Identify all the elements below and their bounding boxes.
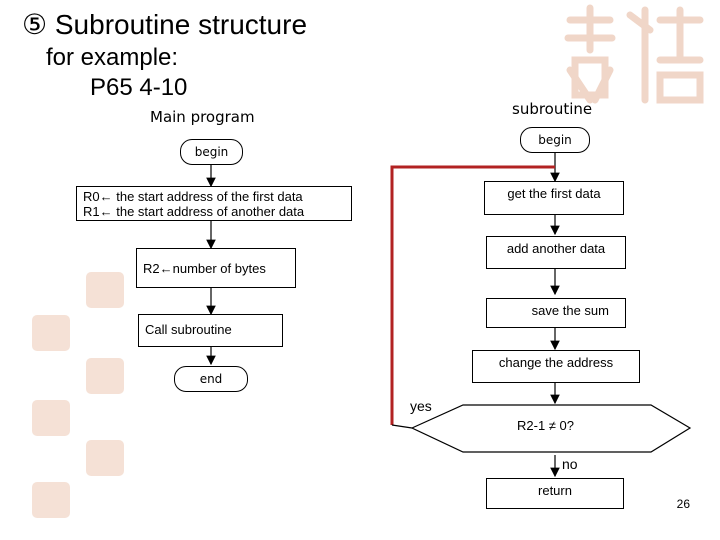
sub-step2-label: add another data	[506, 241, 606, 256]
decorative-seal	[86, 440, 124, 476]
sub-return-box: return	[486, 478, 624, 509]
sub-step-change-address: change the address	[472, 350, 640, 383]
main-begin-label: begin	[194, 145, 229, 159]
sub-step3-label: save the sum	[531, 303, 609, 318]
decorative-seal	[32, 315, 70, 351]
main-step-load-addresses: R0← the start address of the first data …	[76, 186, 352, 221]
main-step2-label: R2←number of bytes	[143, 260, 266, 276]
sub-step4-label: change the address	[498, 355, 614, 370]
main-step-call-subroutine: Call subroutine	[138, 314, 283, 347]
sub-step-get-first-data: get the first data	[484, 181, 624, 215]
main-step1-line2: R1← the start address of another data	[83, 203, 305, 219]
page-number: 26	[676, 497, 690, 511]
decision-no-label: no	[562, 456, 578, 472]
sub-begin-terminal: begin	[520, 127, 590, 153]
main-step-byte-count: R2←number of bytes	[136, 248, 296, 288]
main-program-heading: Main program	[150, 108, 255, 126]
slide-title: ⑤ Subroutine structure	[22, 9, 308, 40]
sub-return-label: return	[538, 483, 572, 498]
call-loop-line	[390, 165, 555, 425]
decision-diamond	[410, 404, 692, 453]
main-end-terminal: end	[174, 366, 248, 392]
decorative-seal	[86, 358, 124, 394]
main-step3-label: Call subroutine	[145, 322, 232, 337]
main-begin-terminal: begin	[180, 139, 243, 165]
decorative-seal	[86, 272, 124, 308]
decorative-seal	[32, 400, 70, 436]
decision-label: R2-1 ≠ 0?	[517, 418, 574, 433]
slide-subtitle-reference: P65 4-10	[90, 74, 188, 101]
sub-step-add-data: add another data	[486, 236, 626, 269]
main-end-label: end	[199, 372, 223, 386]
sub-step1-label: get the first data	[507, 186, 601, 201]
sub-step-save-sum: save the sum	[486, 298, 626, 328]
decorative-seal	[32, 482, 70, 518]
decision-yes-label: yes	[410, 398, 432, 414]
decorative-calligraphy	[550, 0, 720, 120]
main-step1-line1: R0← the start address of the first data	[83, 188, 303, 204]
subroutine-heading: subroutine	[512, 100, 593, 118]
sub-begin-label: begin	[538, 133, 572, 147]
slide-subtitle: for example:	[46, 44, 179, 71]
